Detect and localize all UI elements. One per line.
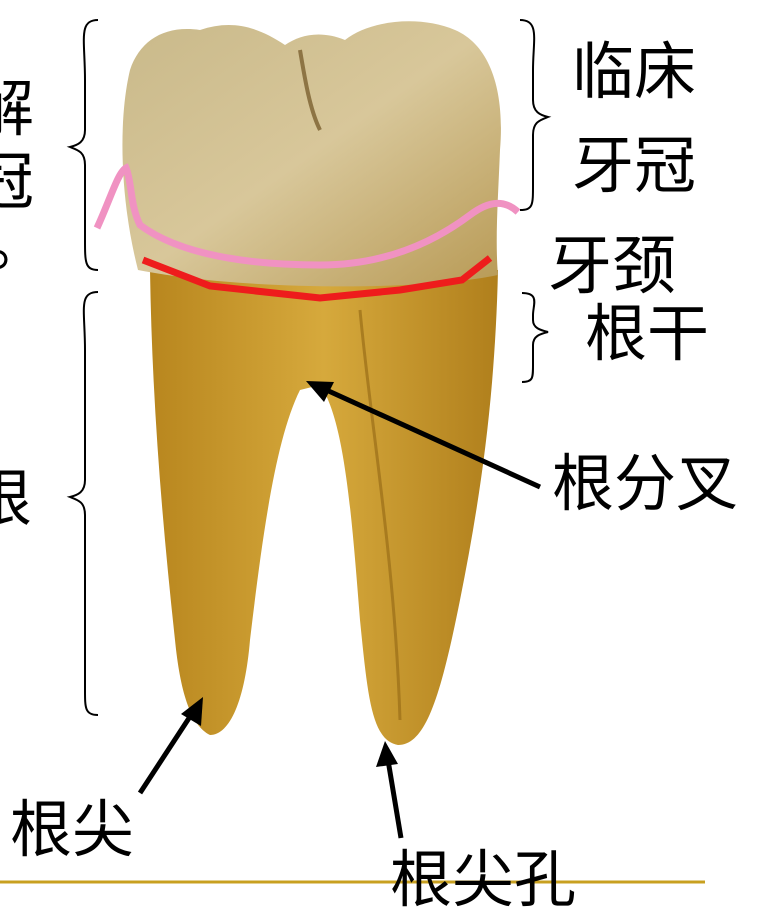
neck-label: 牙颈 bbox=[548, 232, 676, 302]
left-partial-label-1: 解 bbox=[0, 75, 32, 145]
clinical-crown-label-line2: 牙冠 bbox=[572, 132, 696, 200]
clinical-crown-brace bbox=[520, 20, 548, 210]
left-partial-label-3: 。 bbox=[0, 210, 48, 280]
mesial-root bbox=[150, 270, 498, 745]
crown-brace bbox=[70, 20, 98, 270]
root-trunk-brace bbox=[522, 293, 548, 382]
left-partial-label-4: 根 bbox=[0, 465, 30, 537]
clinical-crown-label-line1: 临床 bbox=[572, 38, 696, 106]
arrow bbox=[376, 741, 401, 838]
root-trunk-label: 根干 bbox=[585, 300, 709, 368]
bifurcation-label: 根分叉 bbox=[552, 450, 738, 518]
apex-label: 根尖 bbox=[10, 796, 134, 864]
arrow bbox=[140, 697, 203, 793]
root-brace bbox=[70, 292, 98, 715]
apical-foramen-label: 根尖孔 bbox=[390, 846, 576, 914]
